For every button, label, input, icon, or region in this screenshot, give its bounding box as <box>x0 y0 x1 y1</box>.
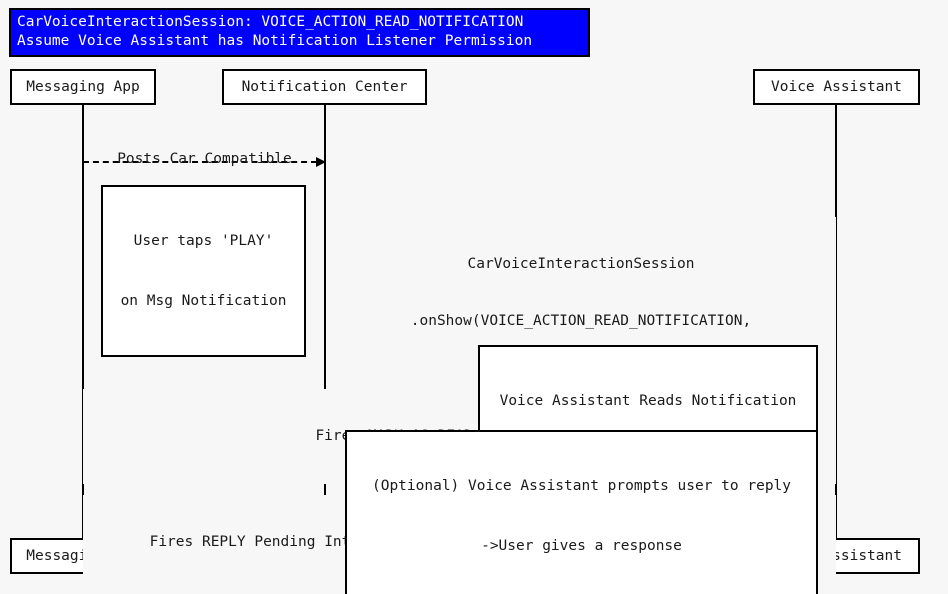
note-user-taps-play-line-1: User taps 'PLAY' <box>133 233 274 249</box>
note-optional-reply-line-1: (Optional) Voice Assistant prompts user … <box>371 478 792 494</box>
message-label-posts-notification-line-1: Posts Car Compatible <box>117 151 292 167</box>
participant-head-messaging-app[interactable]: Messaging App <box>10 69 156 105</box>
note-va-reads-notification-line-1: Voice Assistant Reads Notification <box>499 393 797 409</box>
lifeline-messaging-app <box>82 104 84 538</box>
participant-head-notification-center[interactable]: Notification Center <box>222 69 427 105</box>
note-user-taps-play-line-2: on Msg Notification <box>120 293 287 309</box>
message-arrow-posts-notification[interactable] <box>83 161 317 163</box>
title-line-2: Assume Voice Assistant has Notification … <box>17 33 533 49</box>
note-optional-reply[interactable]: (Optional) Voice Assistant prompts user … <box>345 430 818 594</box>
participant-head-voice-assistant[interactable]: Voice Assistant <box>753 69 920 105</box>
lifeline-notification-center <box>324 104 326 538</box>
note-optional-reply-line-2: ->User gives a response <box>481 538 682 554</box>
diagram-title-banner: CarVoiceInteractionSession: VOICE_ACTION… <box>9 8 590 57</box>
title-line-1: CarVoiceInteractionSession: VOICE_ACTION… <box>17 14 524 30</box>
message-label-onshow-line-2: .onShow(VOICE_ACTION_READ_NOTIFICATION, <box>410 313 752 329</box>
note-user-taps-play[interactable]: User taps 'PLAY' on Msg Notification <box>101 185 306 357</box>
message-label-onshow-line-1: CarVoiceInteractionSession <box>467 256 695 272</box>
lifeline-voice-assistant <box>835 104 837 538</box>
message-arrowhead-posts-notification <box>316 157 326 167</box>
